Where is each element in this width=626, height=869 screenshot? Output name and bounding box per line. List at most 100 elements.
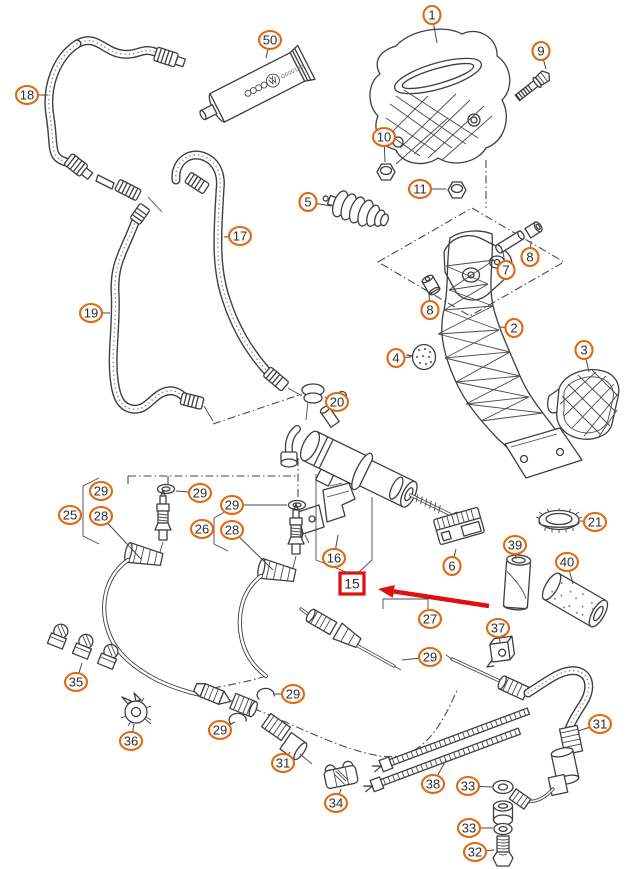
callout-31[interactable]: 31 bbox=[577, 713, 613, 735]
callout-29[interactable]: 29 bbox=[175, 482, 213, 504]
callout-8[interactable]: 8 bbox=[520, 240, 540, 268]
highlight-arrow bbox=[378, 584, 490, 609]
hose-18-drawing bbox=[49, 41, 186, 213]
pedal-arm-drawing bbox=[437, 230, 583, 479]
svg-text:20: 20 bbox=[330, 395, 344, 410]
svg-text:29: 29 bbox=[286, 687, 300, 702]
svg-text:36: 36 bbox=[124, 734, 138, 749]
seal-29-drawing bbox=[228, 712, 247, 725]
cap-8-drawing bbox=[524, 221, 543, 239]
pin-7-drawing bbox=[495, 230, 525, 254]
callout-10[interactable]: 10 bbox=[371, 126, 397, 163]
clip-34-drawing bbox=[323, 760, 359, 790]
callout-29[interactable]: 29 bbox=[88, 480, 114, 502]
callout-20[interactable]: 20 bbox=[324, 391, 350, 413]
svg-text:29: 29 bbox=[225, 498, 239, 513]
callout-27[interactable]: 27 bbox=[417, 608, 443, 630]
callout-29[interactable]: 29 bbox=[401, 646, 443, 668]
callout-5[interactable]: 5 bbox=[298, 191, 332, 213]
callout-40[interactable]: 40 bbox=[554, 551, 580, 585]
callout-6[interactable]: 6 bbox=[442, 548, 462, 577]
hose-31-right-drawing bbox=[445, 654, 589, 810]
svg-text:33: 33 bbox=[461, 779, 475, 794]
callout-18[interactable]: 18 bbox=[14, 84, 48, 106]
hose-17-drawing bbox=[176, 155, 303, 397]
svg-text:50: 50 bbox=[263, 33, 277, 48]
callout-26[interactable]: 26 bbox=[189, 518, 215, 540]
callout-19[interactable]: 19 bbox=[78, 302, 110, 324]
washer-33-drawing bbox=[492, 779, 514, 795]
svg-text:29: 29 bbox=[213, 723, 227, 738]
connector-6-drawing bbox=[433, 506, 485, 546]
svg-text:9: 9 bbox=[537, 44, 544, 59]
nut-10-drawing bbox=[376, 163, 396, 181]
svg-text:29: 29 bbox=[193, 486, 207, 501]
cap-21-drawing bbox=[535, 508, 583, 533]
bracket-27 bbox=[382, 598, 429, 609]
callout-33[interactable]: 33 bbox=[455, 775, 493, 797]
svg-text:6: 6 bbox=[448, 559, 455, 574]
banjo-chain-drawing bbox=[492, 779, 514, 867]
callout-3[interactable]: 3 bbox=[574, 339, 594, 373]
svg-text:7: 7 bbox=[502, 263, 509, 278]
svg-text:27: 27 bbox=[423, 612, 437, 627]
callout-32[interactable]: 32 bbox=[462, 841, 495, 863]
audi-rings-icon bbox=[244, 81, 268, 97]
callout-7[interactable]: 7 bbox=[496, 251, 516, 281]
callout-39[interactable]: 39 bbox=[502, 534, 528, 560]
svg-text:29: 29 bbox=[94, 484, 108, 499]
callout-21[interactable]: 21 bbox=[579, 511, 608, 533]
callout-29[interactable]: 29 bbox=[219, 494, 287, 516]
svg-text:31: 31 bbox=[593, 717, 607, 732]
bracket-15-lines bbox=[315, 474, 373, 573]
callout-28[interactable]: 28 bbox=[219, 519, 274, 571]
callout-16[interactable]: 16 bbox=[321, 534, 347, 569]
washer-33-drawing bbox=[493, 822, 513, 836]
pedal-bracket-drawing bbox=[369, 28, 511, 165]
callout-34[interactable]: 34 bbox=[323, 788, 349, 814]
callout-2[interactable]: 2 bbox=[499, 317, 524, 339]
svg-text:2: 2 bbox=[510, 321, 517, 336]
svg-text:40: 40 bbox=[560, 555, 574, 570]
callout-17[interactable]: 17 bbox=[223, 225, 253, 247]
callout-50[interactable]: 50 bbox=[257, 29, 283, 59]
bushing-8-drawing bbox=[421, 274, 441, 296]
callout-9[interactable]: 9 bbox=[531, 40, 551, 70]
callout-31[interactable]: 31 bbox=[270, 751, 296, 774]
svg-text:33: 33 bbox=[462, 821, 476, 836]
rod-27-drawing bbox=[299, 598, 429, 671]
callout-29[interactable]: 29 bbox=[274, 683, 306, 705]
clips-35-drawing bbox=[46, 623, 119, 670]
callout-37[interactable]: 37 bbox=[485, 617, 511, 643]
highlight-layer: 15 bbox=[338, 571, 490, 609]
highlighted-part-number: 15 bbox=[344, 576, 360, 592]
pipe-25-drawing bbox=[104, 483, 224, 700]
callout-36[interactable]: 36 bbox=[118, 723, 144, 752]
callout-4[interactable]: 4 bbox=[386, 347, 412, 369]
svg-text:8: 8 bbox=[526, 250, 533, 265]
svg-text:17: 17 bbox=[233, 229, 247, 244]
callout-29[interactable]: 29 bbox=[207, 719, 236, 741]
callout-28[interactable]: 28 bbox=[88, 505, 142, 560]
cap-disc-4-drawing bbox=[406, 343, 437, 371]
callout-1[interactable]: 1 bbox=[422, 4, 442, 44]
bolt-32-drawing bbox=[492, 835, 514, 867]
grommet-20-drawing bbox=[301, 383, 325, 421]
svg-text:38: 38 bbox=[426, 777, 440, 792]
callout-38[interactable]: 38 bbox=[420, 759, 447, 795]
pipe-26-drawing bbox=[240, 499, 307, 677]
callout-33[interactable]: 33 bbox=[456, 817, 493, 839]
svg-text:34: 34 bbox=[329, 796, 343, 811]
grommet-36-drawing bbox=[120, 692, 152, 727]
callout-25[interactable]: 25 bbox=[57, 504, 83, 526]
callout-8[interactable]: 8 bbox=[420, 292, 440, 321]
construction-lines bbox=[127, 160, 566, 758]
hose-19-drawing bbox=[113, 203, 214, 422]
callout-35[interactable]: 35 bbox=[63, 662, 89, 693]
highlight-box[interactable]: 15 bbox=[338, 571, 366, 596]
bolt-9-drawing bbox=[514, 70, 551, 102]
callout-11[interactable]: 11 bbox=[407, 178, 446, 200]
foam-40-drawing bbox=[541, 572, 609, 628]
